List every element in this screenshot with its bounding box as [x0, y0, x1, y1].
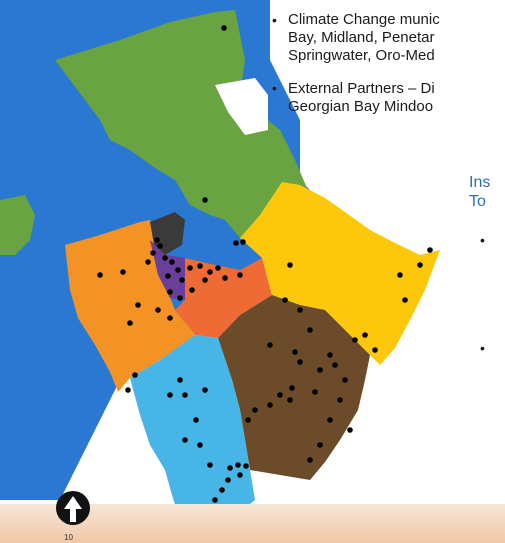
point-marker — [327, 417, 333, 423]
point-marker — [225, 477, 231, 483]
point-marker — [202, 197, 208, 203]
point-marker — [221, 25, 227, 31]
point-marker — [189, 287, 195, 293]
point-marker — [135, 302, 141, 308]
region-orange — [65, 220, 195, 392]
inset-bullet-2: • — [480, 340, 485, 356]
point-marker — [252, 407, 258, 413]
point-marker — [277, 392, 283, 398]
point-marker — [397, 272, 403, 278]
point-marker — [362, 332, 368, 338]
point-marker — [372, 347, 378, 353]
point-marker — [233, 240, 239, 246]
bullet-2-line-1: External Partners – Di — [288, 80, 435, 97]
point-marker — [222, 275, 228, 281]
point-marker — [402, 297, 408, 303]
region-red-orange — [175, 258, 272, 338]
point-marker — [175, 267, 181, 273]
point-marker — [307, 327, 313, 333]
point-marker — [337, 397, 343, 403]
point-marker — [165, 273, 171, 279]
point-marker — [307, 457, 313, 463]
point-marker — [177, 295, 183, 301]
point-marker — [167, 392, 173, 398]
point-marker — [197, 263, 203, 269]
point-marker — [427, 247, 433, 253]
point-marker — [287, 262, 293, 268]
point-marker — [312, 389, 318, 395]
point-marker — [245, 417, 251, 423]
point-marker — [332, 362, 338, 368]
bullet-mark: • — [272, 12, 277, 28]
point-marker — [154, 237, 160, 243]
point-marker — [297, 359, 303, 365]
point-marker — [219, 487, 225, 493]
point-marker — [207, 269, 213, 275]
point-marker — [97, 272, 103, 278]
point-marker — [317, 442, 323, 448]
point-marker — [169, 259, 175, 265]
point-marker — [177, 377, 183, 383]
point-marker — [193, 417, 199, 423]
point-marker — [235, 462, 241, 468]
bullet-1-line-1: Climate Change munic — [288, 11, 440, 28]
point-marker — [120, 269, 126, 275]
point-marker — [237, 272, 243, 278]
north-arrow-icon — [56, 491, 90, 525]
point-marker — [237, 472, 243, 478]
point-marker — [167, 315, 173, 321]
point-marker — [167, 289, 173, 295]
point-marker — [150, 250, 156, 256]
point-marker — [297, 307, 303, 313]
point-marker — [179, 277, 185, 283]
point-marker — [197, 442, 203, 448]
point-marker — [292, 349, 298, 355]
bullet-1-line-3: Springwater, Oro-Med — [288, 47, 435, 64]
region-light-blue — [130, 335, 255, 535]
point-marker — [417, 262, 423, 268]
point-marker — [342, 377, 348, 383]
point-marker — [145, 259, 151, 265]
point-marker — [202, 387, 208, 393]
point-marker — [240, 239, 246, 245]
point-marker — [327, 352, 333, 358]
bullet-2-line-2: Georgian Bay Mindoo — [288, 98, 434, 115]
point-marker — [155, 307, 161, 313]
point-marker — [267, 342, 273, 348]
region-purple — [150, 240, 195, 300]
point-marker — [352, 337, 358, 343]
point-marker — [287, 397, 293, 403]
point-marker — [243, 463, 249, 469]
point-marker — [157, 243, 163, 249]
point-marker — [162, 255, 168, 261]
region-green — [55, 10, 310, 245]
point-marker — [207, 462, 213, 468]
point-marker — [127, 320, 133, 326]
region-yellow — [240, 182, 440, 365]
bullet-mark: • — [272, 80, 277, 96]
point-marker — [187, 265, 193, 271]
point-marker — [282, 297, 288, 303]
point-marker — [202, 277, 208, 283]
inset-bullet-1: • — [480, 232, 485, 248]
point-marker — [212, 497, 218, 503]
point-marker — [182, 392, 188, 398]
point-marker — [182, 437, 188, 443]
land-west — [0, 195, 35, 255]
inset-heading-line-2: To — [469, 193, 486, 210]
point-marker — [125, 387, 131, 393]
point-marker — [215, 265, 221, 271]
inset-heading-line-1: Ins — [469, 174, 491, 191]
point-marker — [267, 402, 273, 408]
point-marker — [317, 367, 323, 373]
point-marker — [289, 385, 295, 391]
point-marker — [132, 372, 138, 378]
point-marker — [227, 465, 233, 471]
bullet-1-line-2: Bay, Midland, Penetar — [288, 29, 435, 46]
region-white-inlet — [215, 78, 268, 135]
point-marker — [347, 427, 353, 433]
page-number: 10 — [64, 533, 73, 542]
